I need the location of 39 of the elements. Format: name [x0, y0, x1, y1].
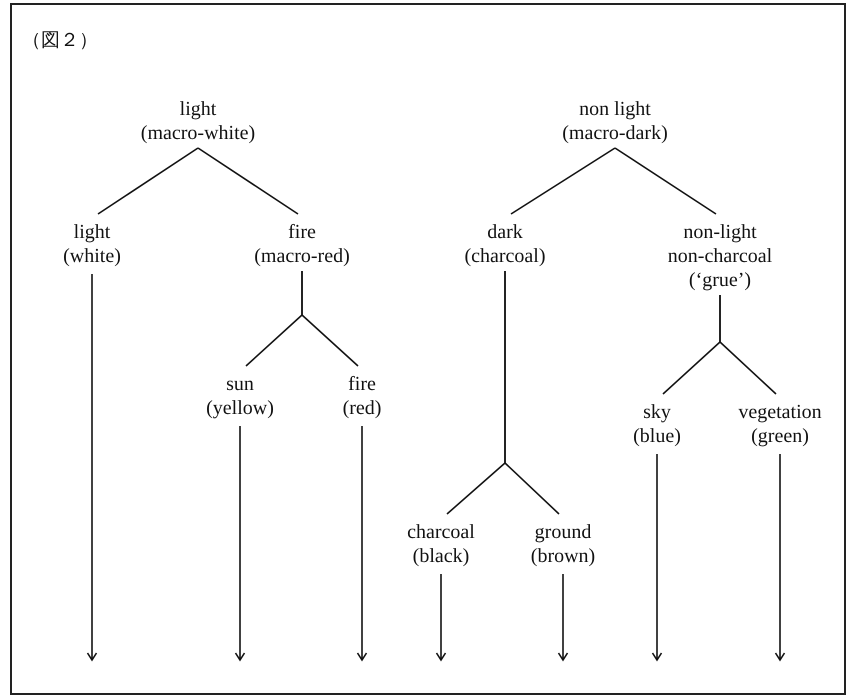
branch-line — [198, 147, 298, 215]
node-label: (green) — [750, 424, 810, 448]
node-label: ground — [534, 520, 592, 544]
arrow — [234, 426, 246, 661]
node-label: fire — [287, 220, 317, 244]
branch-line — [98, 147, 198, 215]
node-label: (yellow) — [205, 396, 275, 420]
arrow — [652, 454, 662, 661]
branch-line — [614, 147, 716, 215]
node-label: (macro-white) — [140, 121, 256, 145]
branch-line — [510, 147, 616, 215]
branch-line — [301, 271, 359, 367]
node-label: sky — [642, 400, 672, 424]
arrow — [356, 426, 368, 661]
node-label: (white) — [62, 244, 122, 268]
branch-line — [504, 271, 560, 515]
branch-line — [719, 295, 777, 395]
arrow — [86, 274, 98, 661]
node-label: (black) — [412, 544, 470, 568]
node-label: light — [178, 97, 218, 121]
node-label: vegetation — [737, 400, 823, 424]
node-label: non-light non-charcoal — [666, 220, 774, 268]
arrow — [774, 454, 786, 661]
figure-title: （図２） — [22, 28, 98, 52]
node-label: dark — [486, 220, 524, 244]
node-label: (charcoal) — [463, 244, 547, 268]
node-label: (macro-dark) — [561, 121, 669, 145]
node-label: fire — [347, 372, 377, 396]
node-label: charcoal — [406, 520, 476, 544]
node-label: (macro-red) — [253, 244, 351, 268]
node-label: (brown) — [530, 544, 596, 568]
node-label: light — [72, 220, 112, 244]
node-label: sun — [225, 372, 255, 396]
node-label: (blue) — [632, 424, 682, 448]
arrow — [436, 574, 446, 661]
node-label: (‘grue’) — [688, 268, 752, 292]
node-label: (red) — [342, 396, 382, 420]
arrow — [558, 574, 568, 661]
node-label: non light — [578, 97, 652, 121]
